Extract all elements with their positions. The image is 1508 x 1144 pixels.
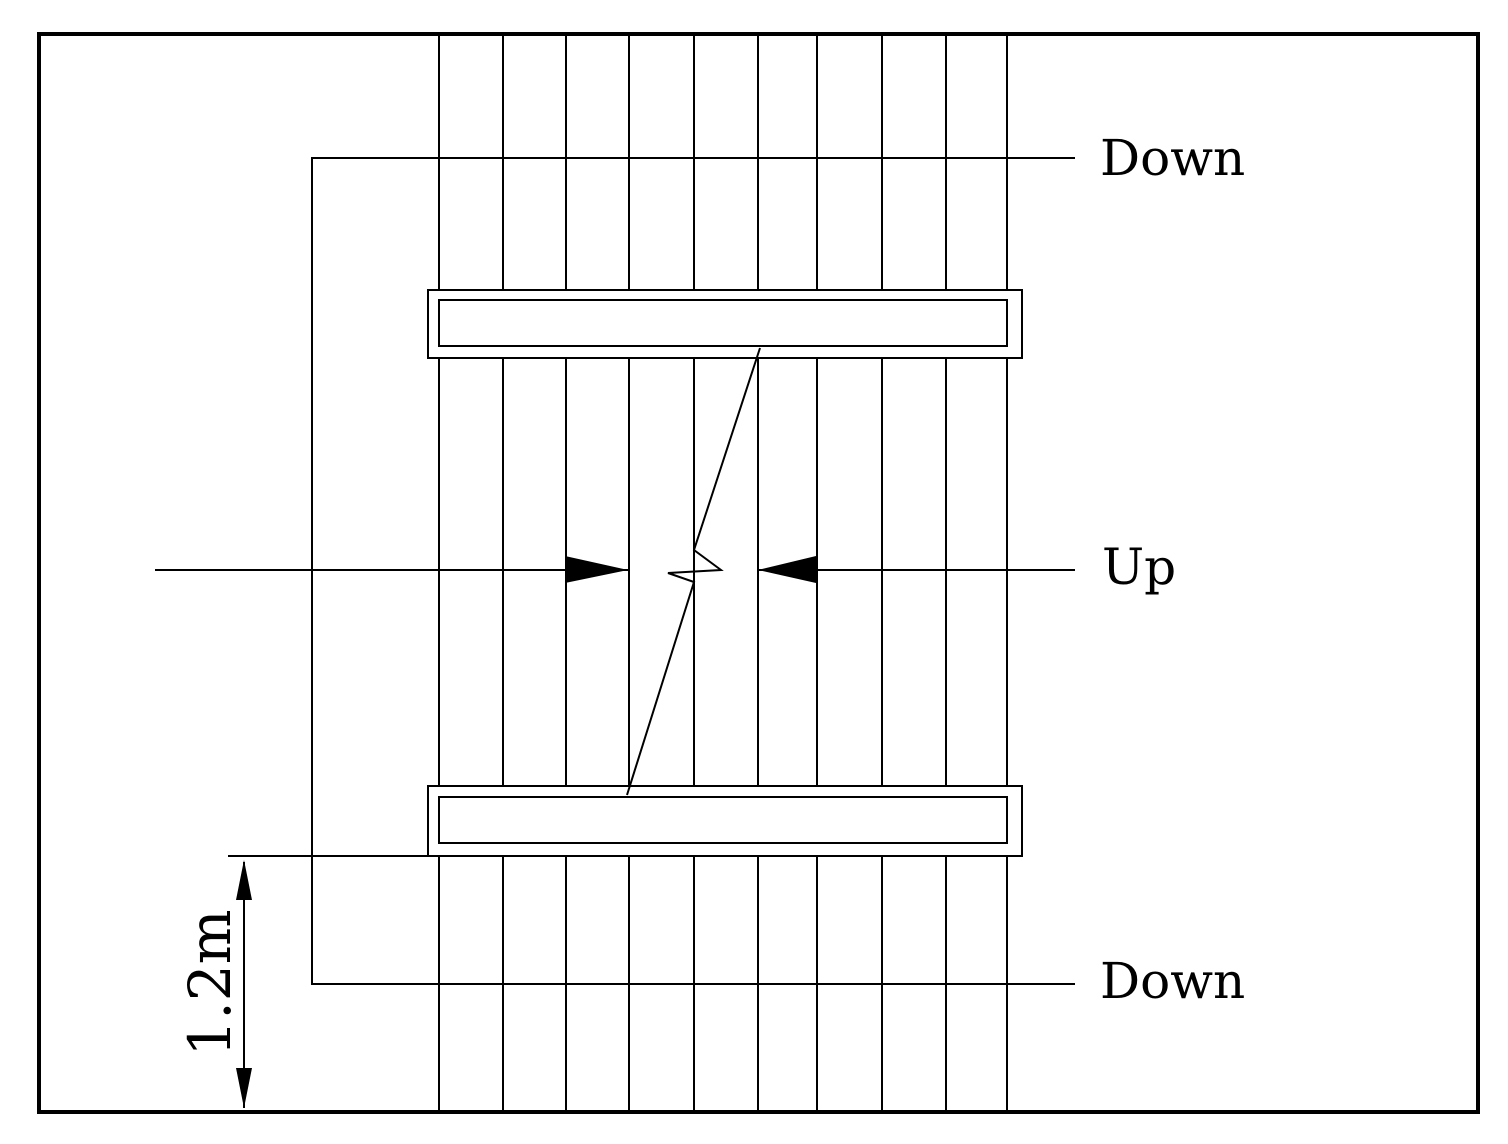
dimension-arrow-top bbox=[236, 860, 252, 900]
arrowhead-left bbox=[758, 556, 816, 583]
dimension-label: 1.2m bbox=[176, 909, 244, 1056]
dimension-arrow-bottom bbox=[236, 1068, 252, 1108]
break-line bbox=[626, 347, 761, 796]
stair-treads bbox=[438, 36, 1008, 1110]
landing-top bbox=[427, 289, 1023, 359]
label-down-bottom: Down bbox=[1100, 952, 1245, 1010]
label-down-top: Down bbox=[1100, 129, 1245, 187]
outer-frame bbox=[37, 32, 1480, 1114]
landing-bottom bbox=[427, 785, 1023, 857]
arrowhead-right bbox=[565, 556, 628, 583]
label-up: Up bbox=[1102, 538, 1176, 596]
